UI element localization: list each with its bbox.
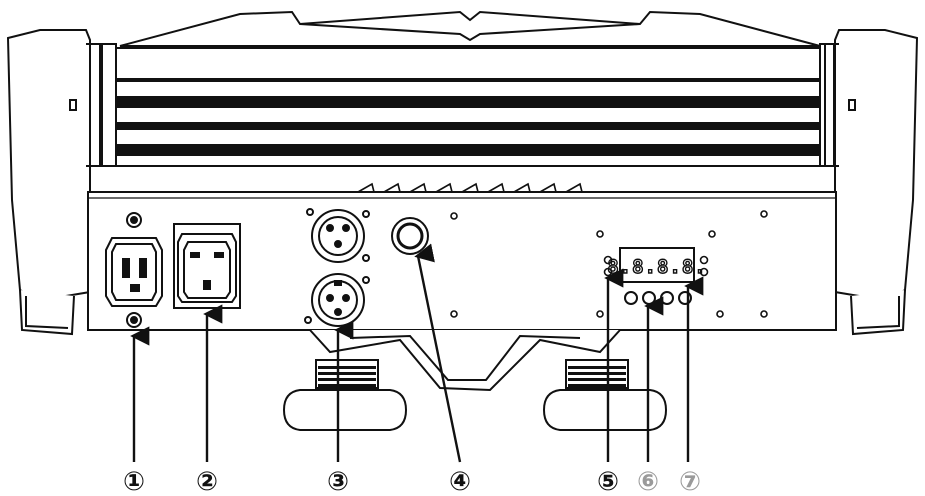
- top-housing: [101, 10, 835, 167]
- left-arm-foot-inner: [25, 296, 69, 329]
- grille-slat: [116, 122, 820, 130]
- left-arm-foot: [19, 289, 75, 336]
- callout-1: ①: [123, 467, 145, 496]
- callout-7: ⑦: [679, 467, 701, 496]
- callout-2: ②: [196, 467, 218, 496]
- right-arm-slot: [848, 99, 856, 111]
- control-button[interactable]: [624, 291, 638, 305]
- grille-right-rail: [819, 43, 835, 167]
- panel-screws: [450, 210, 768, 318]
- led-display-readout: 8.8.8.8.: [607, 256, 707, 278]
- power-output-socket: [173, 223, 241, 309]
- left-foot-pad: [282, 389, 408, 431]
- grille-slat: [116, 78, 820, 82]
- left-arm-body: [6, 29, 91, 297]
- right-foot-pad: [542, 389, 668, 431]
- base-bracket: [309, 329, 621, 392]
- right-arm-foot: [850, 289, 906, 336]
- dmx-xlr-out: [306, 208, 370, 263]
- callout-labels: ① ② ③ ④ ⑤ ⑥ ⑦: [123, 467, 701, 496]
- grille-slat: [116, 96, 820, 108]
- control-button[interactable]: [660, 291, 674, 305]
- heat-fins: [357, 182, 583, 193]
- cooling-grille: [116, 78, 820, 156]
- right-arm-joint: [824, 43, 839, 167]
- leader-lines: [130, 243, 704, 463]
- top-cover-ridge: [299, 23, 641, 42]
- top-cover-outline: [119, 10, 821, 47]
- right-arm-foot-inner: [856, 296, 900, 329]
- led-display-frame: [619, 247, 695, 283]
- callout-5: ⑤: [597, 467, 619, 496]
- base-bracket-inner: [349, 334, 581, 381]
- power-input-socket: [105, 212, 163, 328]
- right-arm-body: [834, 29, 919, 297]
- led-display: 8.8.8.8.: [607, 247, 707, 283]
- grille-slat: [116, 144, 820, 156]
- callout-3: ③: [327, 467, 349, 496]
- control-button[interactable]: [642, 291, 656, 305]
- left-arm-slot: [69, 99, 77, 111]
- right-yoke-arm: [824, 29, 919, 336]
- base-stand: [282, 329, 668, 431]
- left-arm-joint: [86, 43, 101, 167]
- dmx-xlr-in: [304, 273, 370, 327]
- callout-4: ④: [449, 467, 471, 496]
- left-yoke-arm: [6, 29, 101, 336]
- leader-line-4: [414, 243, 462, 463]
- grille-left-rail: [101, 43, 117, 167]
- callout-6: ⑥: [637, 467, 659, 496]
- fuse-holder: [391, 217, 429, 255]
